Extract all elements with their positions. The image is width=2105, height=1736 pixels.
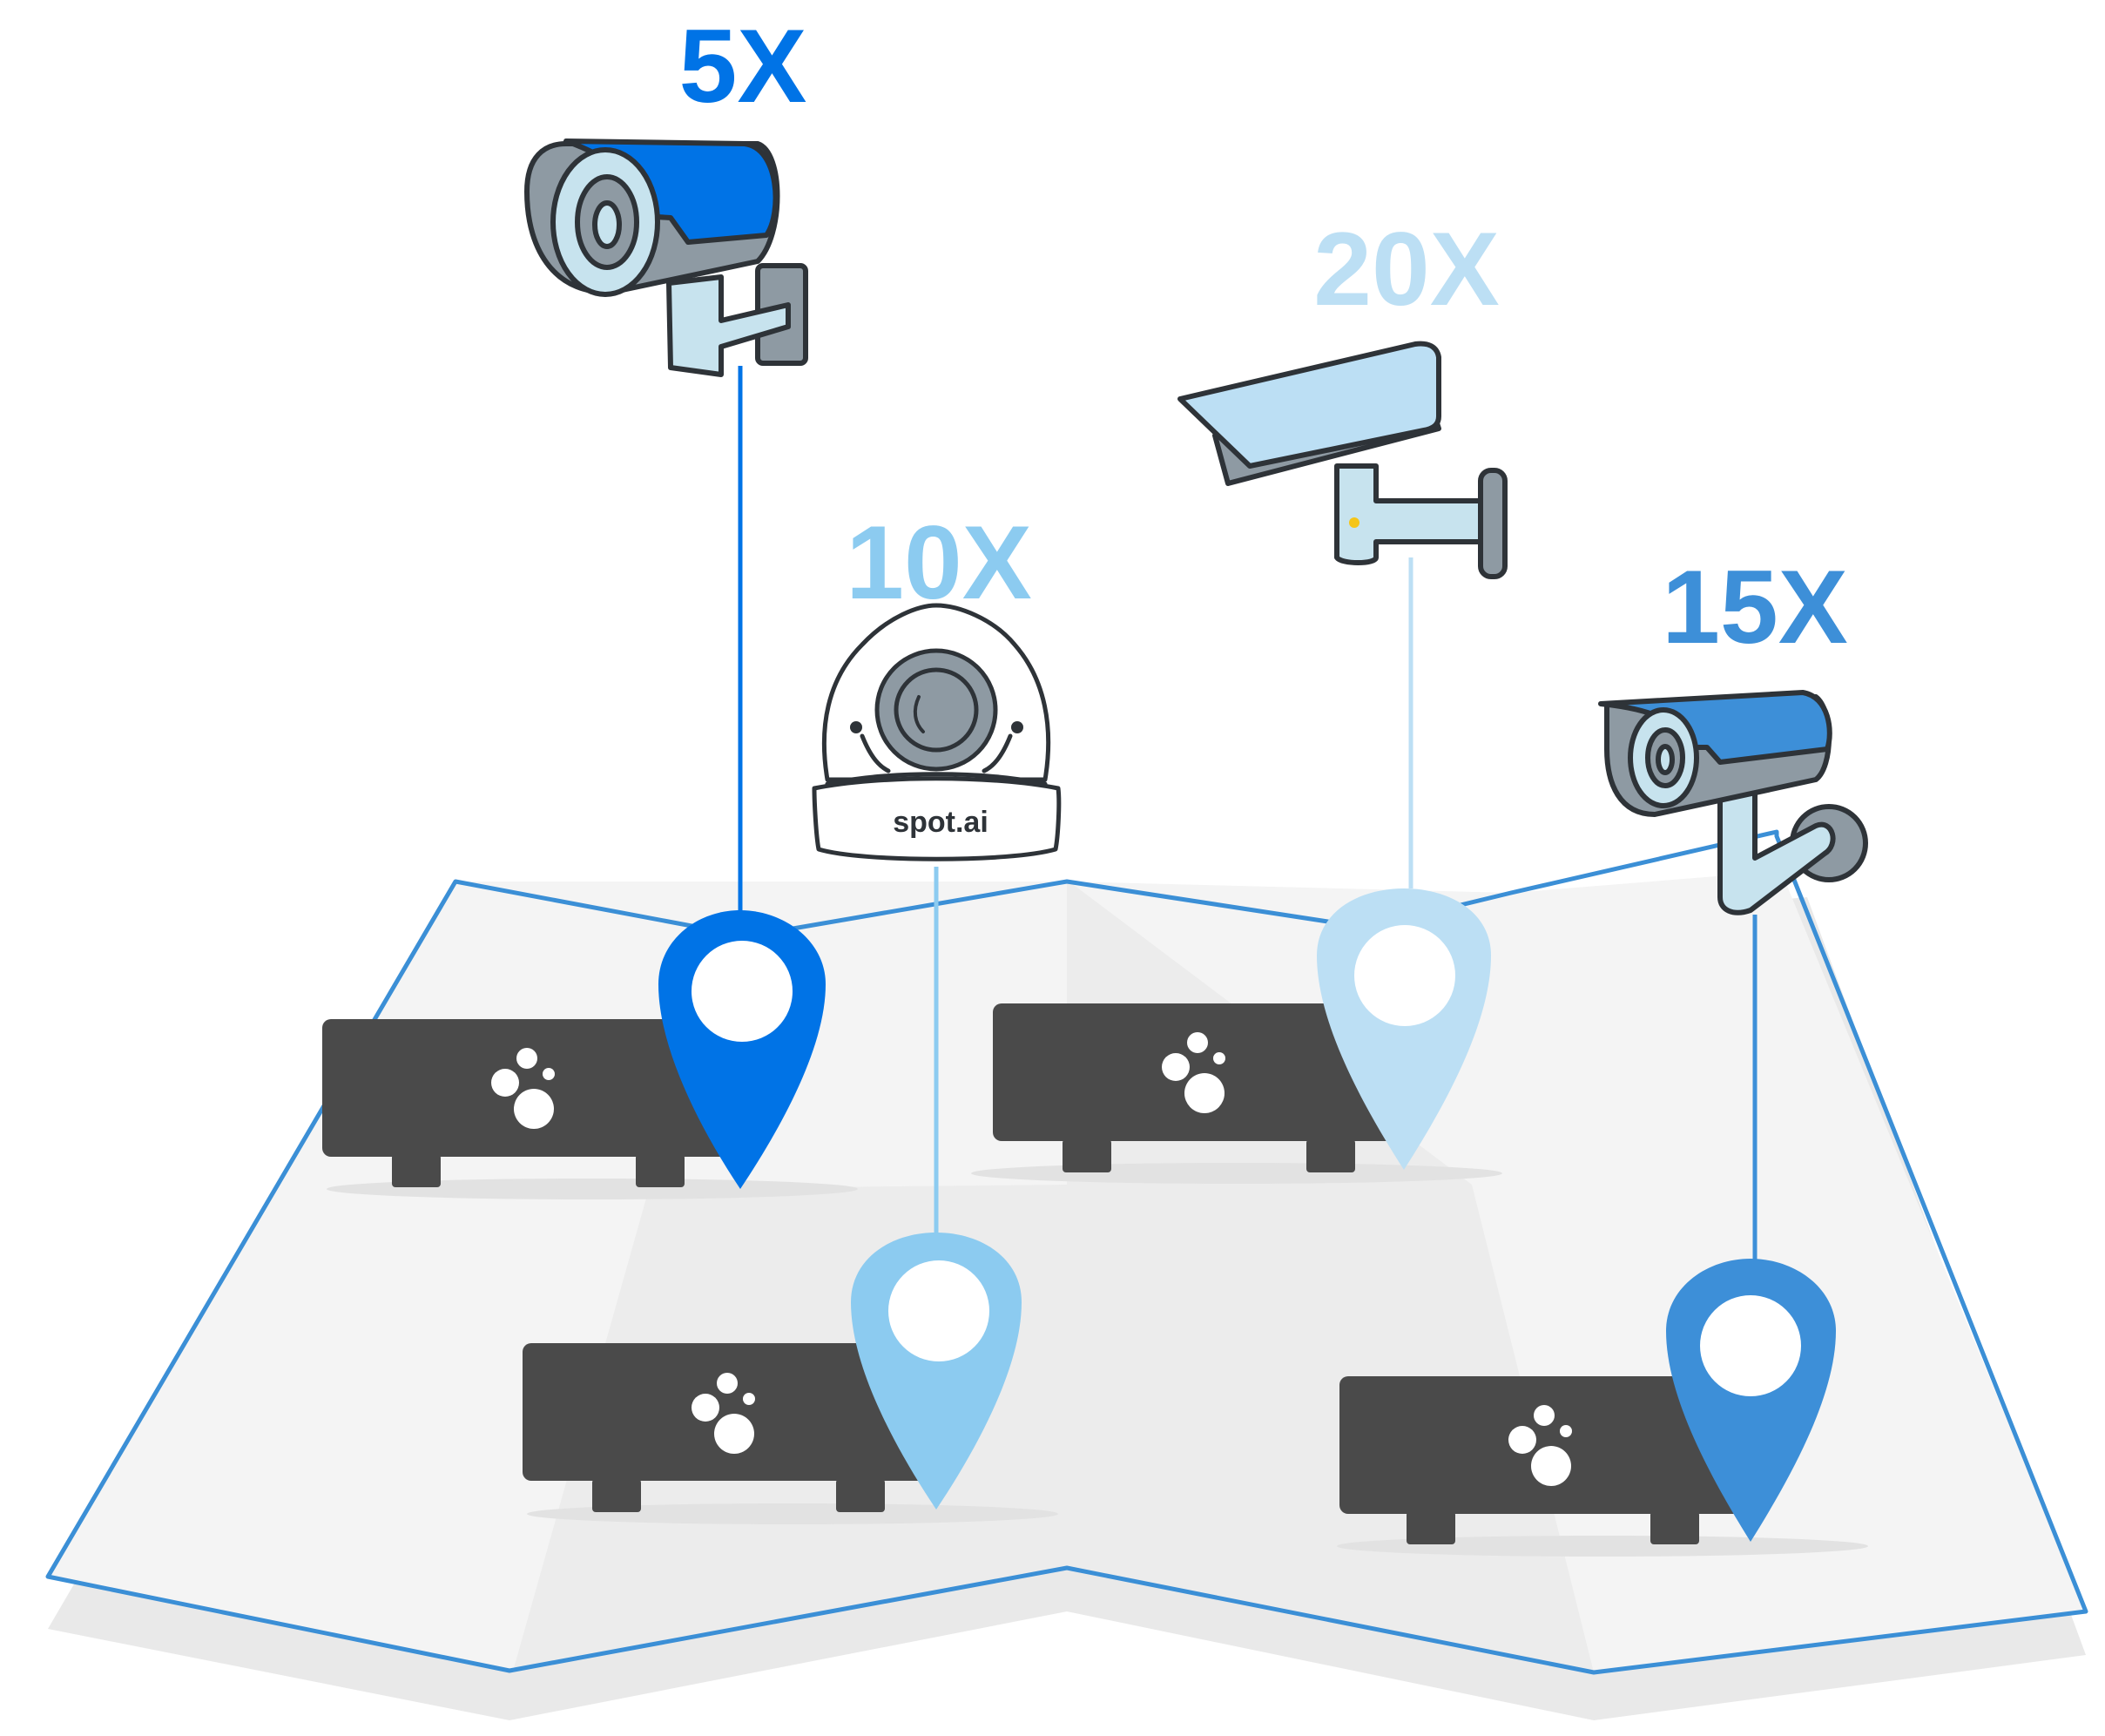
- nvr-device: [523, 1343, 1058, 1524]
- dome-ring: [812, 776, 1062, 861]
- map-pin-icon: [851, 1233, 1022, 1510]
- box-camera-20x: [1177, 341, 1508, 579]
- map-pin-icon: [1666, 1259, 1836, 1542]
- camera-arm: [1334, 463, 1483, 565]
- camera-wall-plate: [1478, 468, 1508, 579]
- bullet-camera-5x: [524, 138, 808, 377]
- nvr-device: [1337, 1376, 1868, 1557]
- map-pin-icon: [658, 910, 826, 1189]
- camera-label-20x: 20X: [1313, 211, 1500, 328]
- camera-arm: [1717, 786, 1836, 915]
- camera-lens-inner: [1656, 744, 1675, 775]
- dome-brand-text: spot.ai: [893, 806, 988, 839]
- nvr-devices: [322, 1003, 1868, 1557]
- location-pins: [658, 888, 1836, 1542]
- camera-lines: [738, 366, 1758, 1263]
- camera-label-10x: 10X: [846, 504, 1032, 621]
- nvr-device: [971, 1003, 1502, 1184]
- dome-camera-10x: [812, 603, 1062, 861]
- spot-ai-logo-icon: [692, 1373, 755, 1454]
- bullet-camera-15x: [1598, 690, 1868, 915]
- camera-lens-inner: [894, 667, 979, 753]
- spot-ai-logo-icon: [491, 1048, 555, 1129]
- camera-label-15x: 15X: [1662, 549, 1848, 665]
- map-pin-icon: [1317, 888, 1491, 1170]
- spot-ai-logo-icon: [1162, 1032, 1225, 1113]
- camera-arm: [666, 274, 791, 377]
- camera-hood: [1177, 341, 1441, 469]
- spot-ai-logo-icon: [1508, 1405, 1572, 1486]
- nvr-device: [322, 1019, 858, 1199]
- camera-lens-inner: [592, 200, 622, 249]
- camera-label-5x: 5X: [679, 8, 807, 125]
